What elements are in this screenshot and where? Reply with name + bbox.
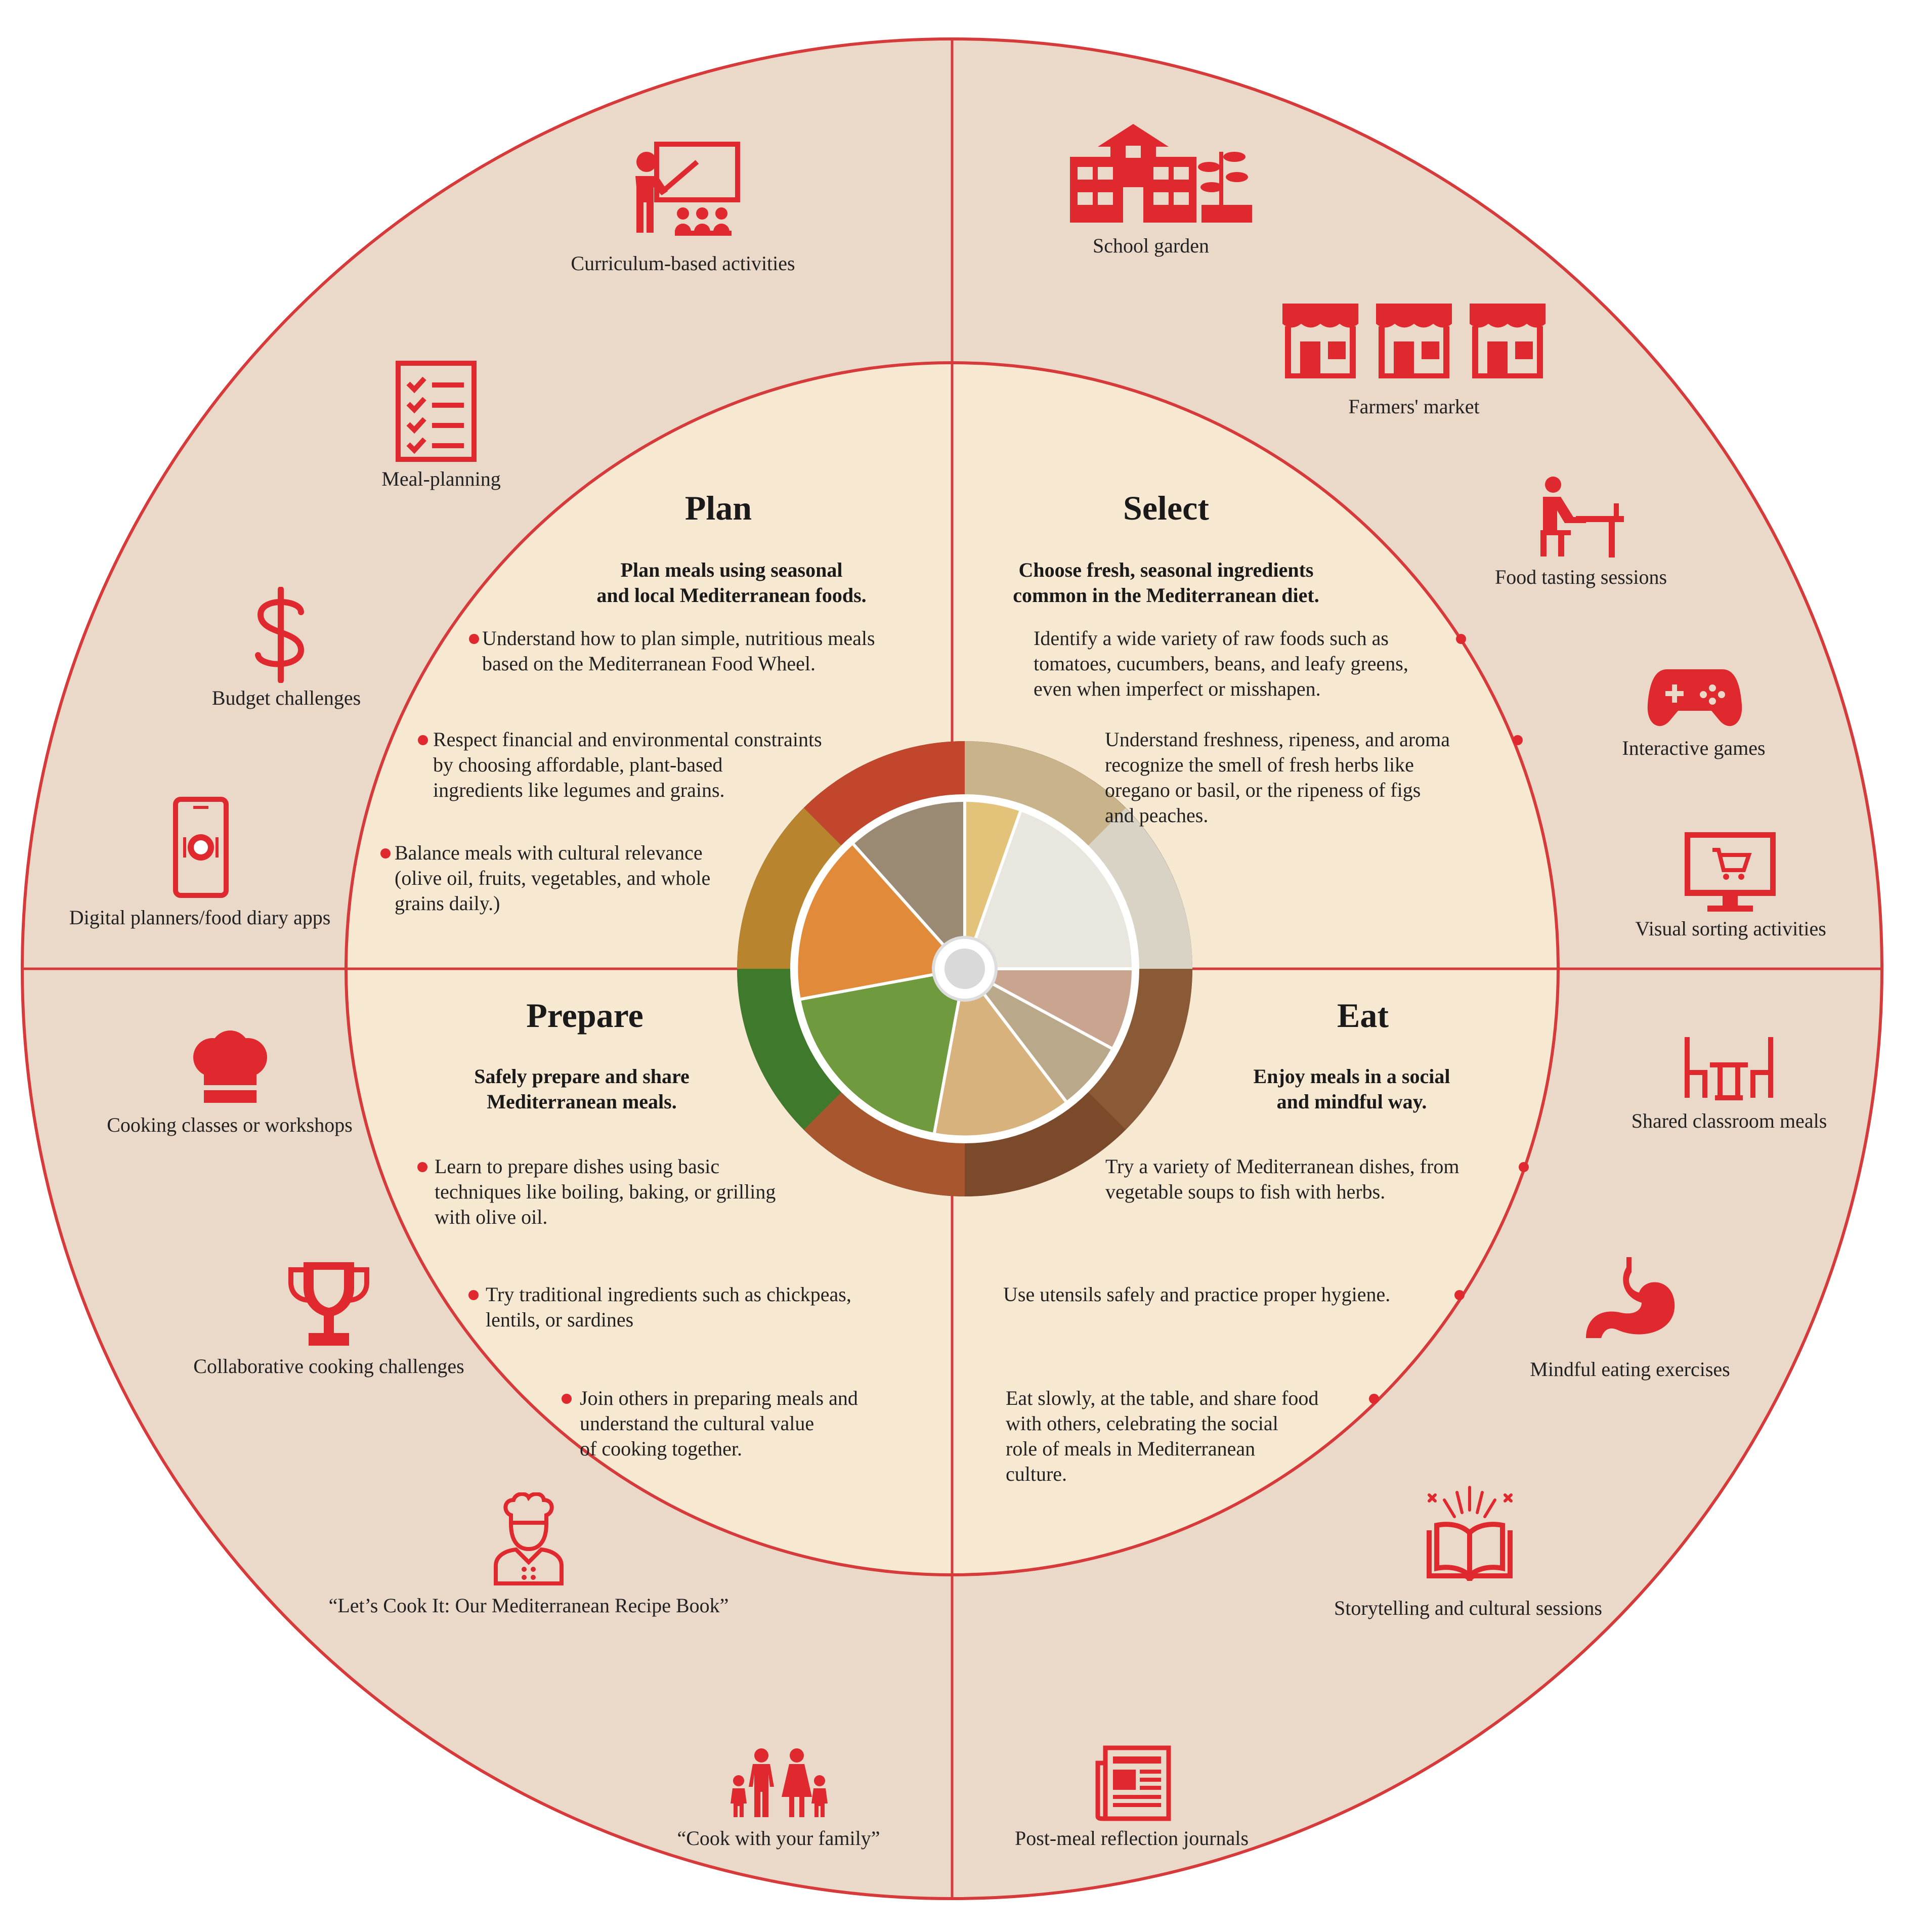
person-at-table-icon <box>1540 477 1624 557</box>
activity-meal-planning-label: Meal-planning <box>381 467 501 490</box>
bullet-dot <box>1456 634 1466 644</box>
activity-curriculum-label: Curriculum-based activities <box>571 252 795 275</box>
activity-farmers-market-label: Farmers' market <box>1348 395 1480 418</box>
open-book-icon <box>1427 1486 1513 1581</box>
prepare-bullet-3: Join others in preparing meals and under… <box>580 1387 858 1460</box>
stomach-icon <box>1586 1257 1675 1338</box>
select-bullet-2: Understand freshness, ripeness, and arom… <box>1105 728 1450 827</box>
eat-bullet-2: Use utensils safely and practice proper … <box>1003 1283 1391 1306</box>
activity-mindful-label: Mindful eating exercises <box>1530 1358 1730 1381</box>
select-bullet-1: Identify a wide variety of raw foods suc… <box>1034 627 1408 700</box>
eat-title: Eat <box>1337 996 1389 1035</box>
chef-hat-icon <box>193 1031 267 1103</box>
trophy-icon <box>288 1262 369 1346</box>
gamepad-icon <box>1647 669 1742 726</box>
mediterranean-food-wheel-icon <box>737 741 1192 1196</box>
plan-bullet-3: Balance meals with cultural relevance (o… <box>395 841 711 915</box>
eat-bullet-1: Try a variety of Mediterranean dishes, f… <box>1105 1155 1459 1203</box>
activity-collab-label: Collaborative cooking challenges <box>193 1355 464 1378</box>
table-chairs-icon <box>1685 1037 1773 1100</box>
activity-digital-label: Digital planners/food diary apps <box>69 906 331 929</box>
activity-journals-label: Post-meal reflection journals <box>1014 1827 1249 1850</box>
smartphone-icon <box>173 797 229 898</box>
activity-storytelling-label: Storytelling and cultural sessions <box>1334 1597 1602 1619</box>
bullet-dot <box>1519 1162 1529 1172</box>
bullet-dot <box>469 634 479 644</box>
chef-person-icon <box>494 1492 564 1585</box>
school-garden-icon <box>1070 124 1252 223</box>
inner-food-ring <box>798 802 1132 1136</box>
bullet-dot <box>418 735 428 745</box>
activity-sorting-label: Visual sorting activities <box>1635 917 1826 940</box>
dollar-icon <box>255 587 305 683</box>
activity-school-garden-label: School garden <box>1093 234 1209 257</box>
teacher-board-icon <box>635 142 740 236</box>
select-title: Select <box>1123 489 1209 527</box>
bullet-dot <box>1454 1290 1465 1300</box>
activity-cook-family-label: “Cook with your family” <box>677 1827 880 1850</box>
eat-bullet-3: Eat slowly, at the table, and share food… <box>1006 1387 1319 1485</box>
checklist-icon <box>396 361 477 462</box>
market-stalls-icon <box>1282 304 1545 378</box>
eat-goal: Enjoy meals in a social and mindful way. <box>1253 1065 1450 1113</box>
activity-tasting-label: Food tasting sessions <box>1494 566 1667 588</box>
activity-recipe-book-label: “Let’s Cook It: Our Mediterranean Recipe… <box>328 1594 729 1617</box>
bullet-dot <box>380 848 391 858</box>
newspaper-icon <box>1095 1745 1171 1821</box>
plan-bullet-2: Respect financial and environmental cons… <box>433 728 822 801</box>
bullet-dot <box>1513 735 1523 745</box>
activity-cooking-classes-label: Cooking classes or workshops <box>107 1113 353 1136</box>
activity-games-label: Interactive games <box>1622 737 1766 759</box>
plan-bullet-1: Understand how to plan simple, nutritiou… <box>482 627 875 675</box>
activity-shared-meals-label: Shared classroom meals <box>1631 1109 1827 1132</box>
monitor-cart-icon <box>1685 832 1776 912</box>
bullet-dot <box>417 1162 427 1172</box>
plan-goal: Plan meals using seasonal and local Medi… <box>596 559 867 607</box>
prepare-title: Prepare <box>526 996 643 1035</box>
prepare-bullet-1: Learn to prepare dishes using basic tech… <box>435 1155 776 1228</box>
bullet-dot <box>468 1290 479 1300</box>
plan-title: Plan <box>684 489 752 527</box>
bullet-dot <box>562 1394 572 1404</box>
bullet-dot <box>1369 1394 1379 1404</box>
select-goal: Choose fresh, seasonal ingredients commo… <box>1013 559 1319 607</box>
prepare-goal: Safely prepare and share Mediterranean m… <box>474 1065 690 1113</box>
family-icon <box>731 1748 828 1817</box>
activity-budget-label: Budget challenges <box>211 686 361 709</box>
prepare-bullet-2: Try traditional ingredients such as chic… <box>486 1283 851 1331</box>
